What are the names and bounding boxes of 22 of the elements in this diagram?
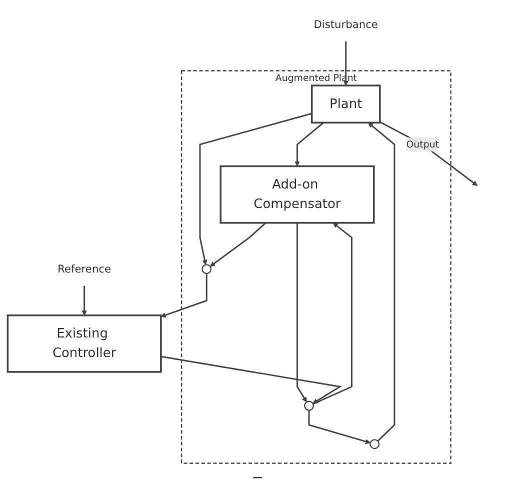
node-text: Disturbance	[314, 18, 378, 30]
arrow	[296, 222, 308, 402]
node-text: Reference	[58, 262, 112, 275]
node-box: Existing Controller	[7, 314, 162, 372]
node-circle	[370, 438, 380, 449]
node-circle	[304, 400, 314, 410]
arrow	[160, 273, 208, 318]
arrow	[380, 120, 478, 186]
node-circle	[202, 264, 212, 274]
arrow	[161, 355, 342, 404]
arrow	[313, 222, 353, 404]
arrow	[294, 122, 324, 166]
arrow	[200, 112, 312, 264]
edge-label: Output	[406, 138, 440, 150]
node-box: Plant	[311, 84, 381, 124]
arrow	[82, 285, 88, 316]
arrow	[368, 122, 396, 442]
arrow	[210, 222, 266, 266]
minus-sign: −	[252, 470, 264, 486]
node-box: Add-on Compensator	[220, 164, 375, 224]
arrow	[344, 40, 349, 86]
arrow	[308, 410, 371, 444]
